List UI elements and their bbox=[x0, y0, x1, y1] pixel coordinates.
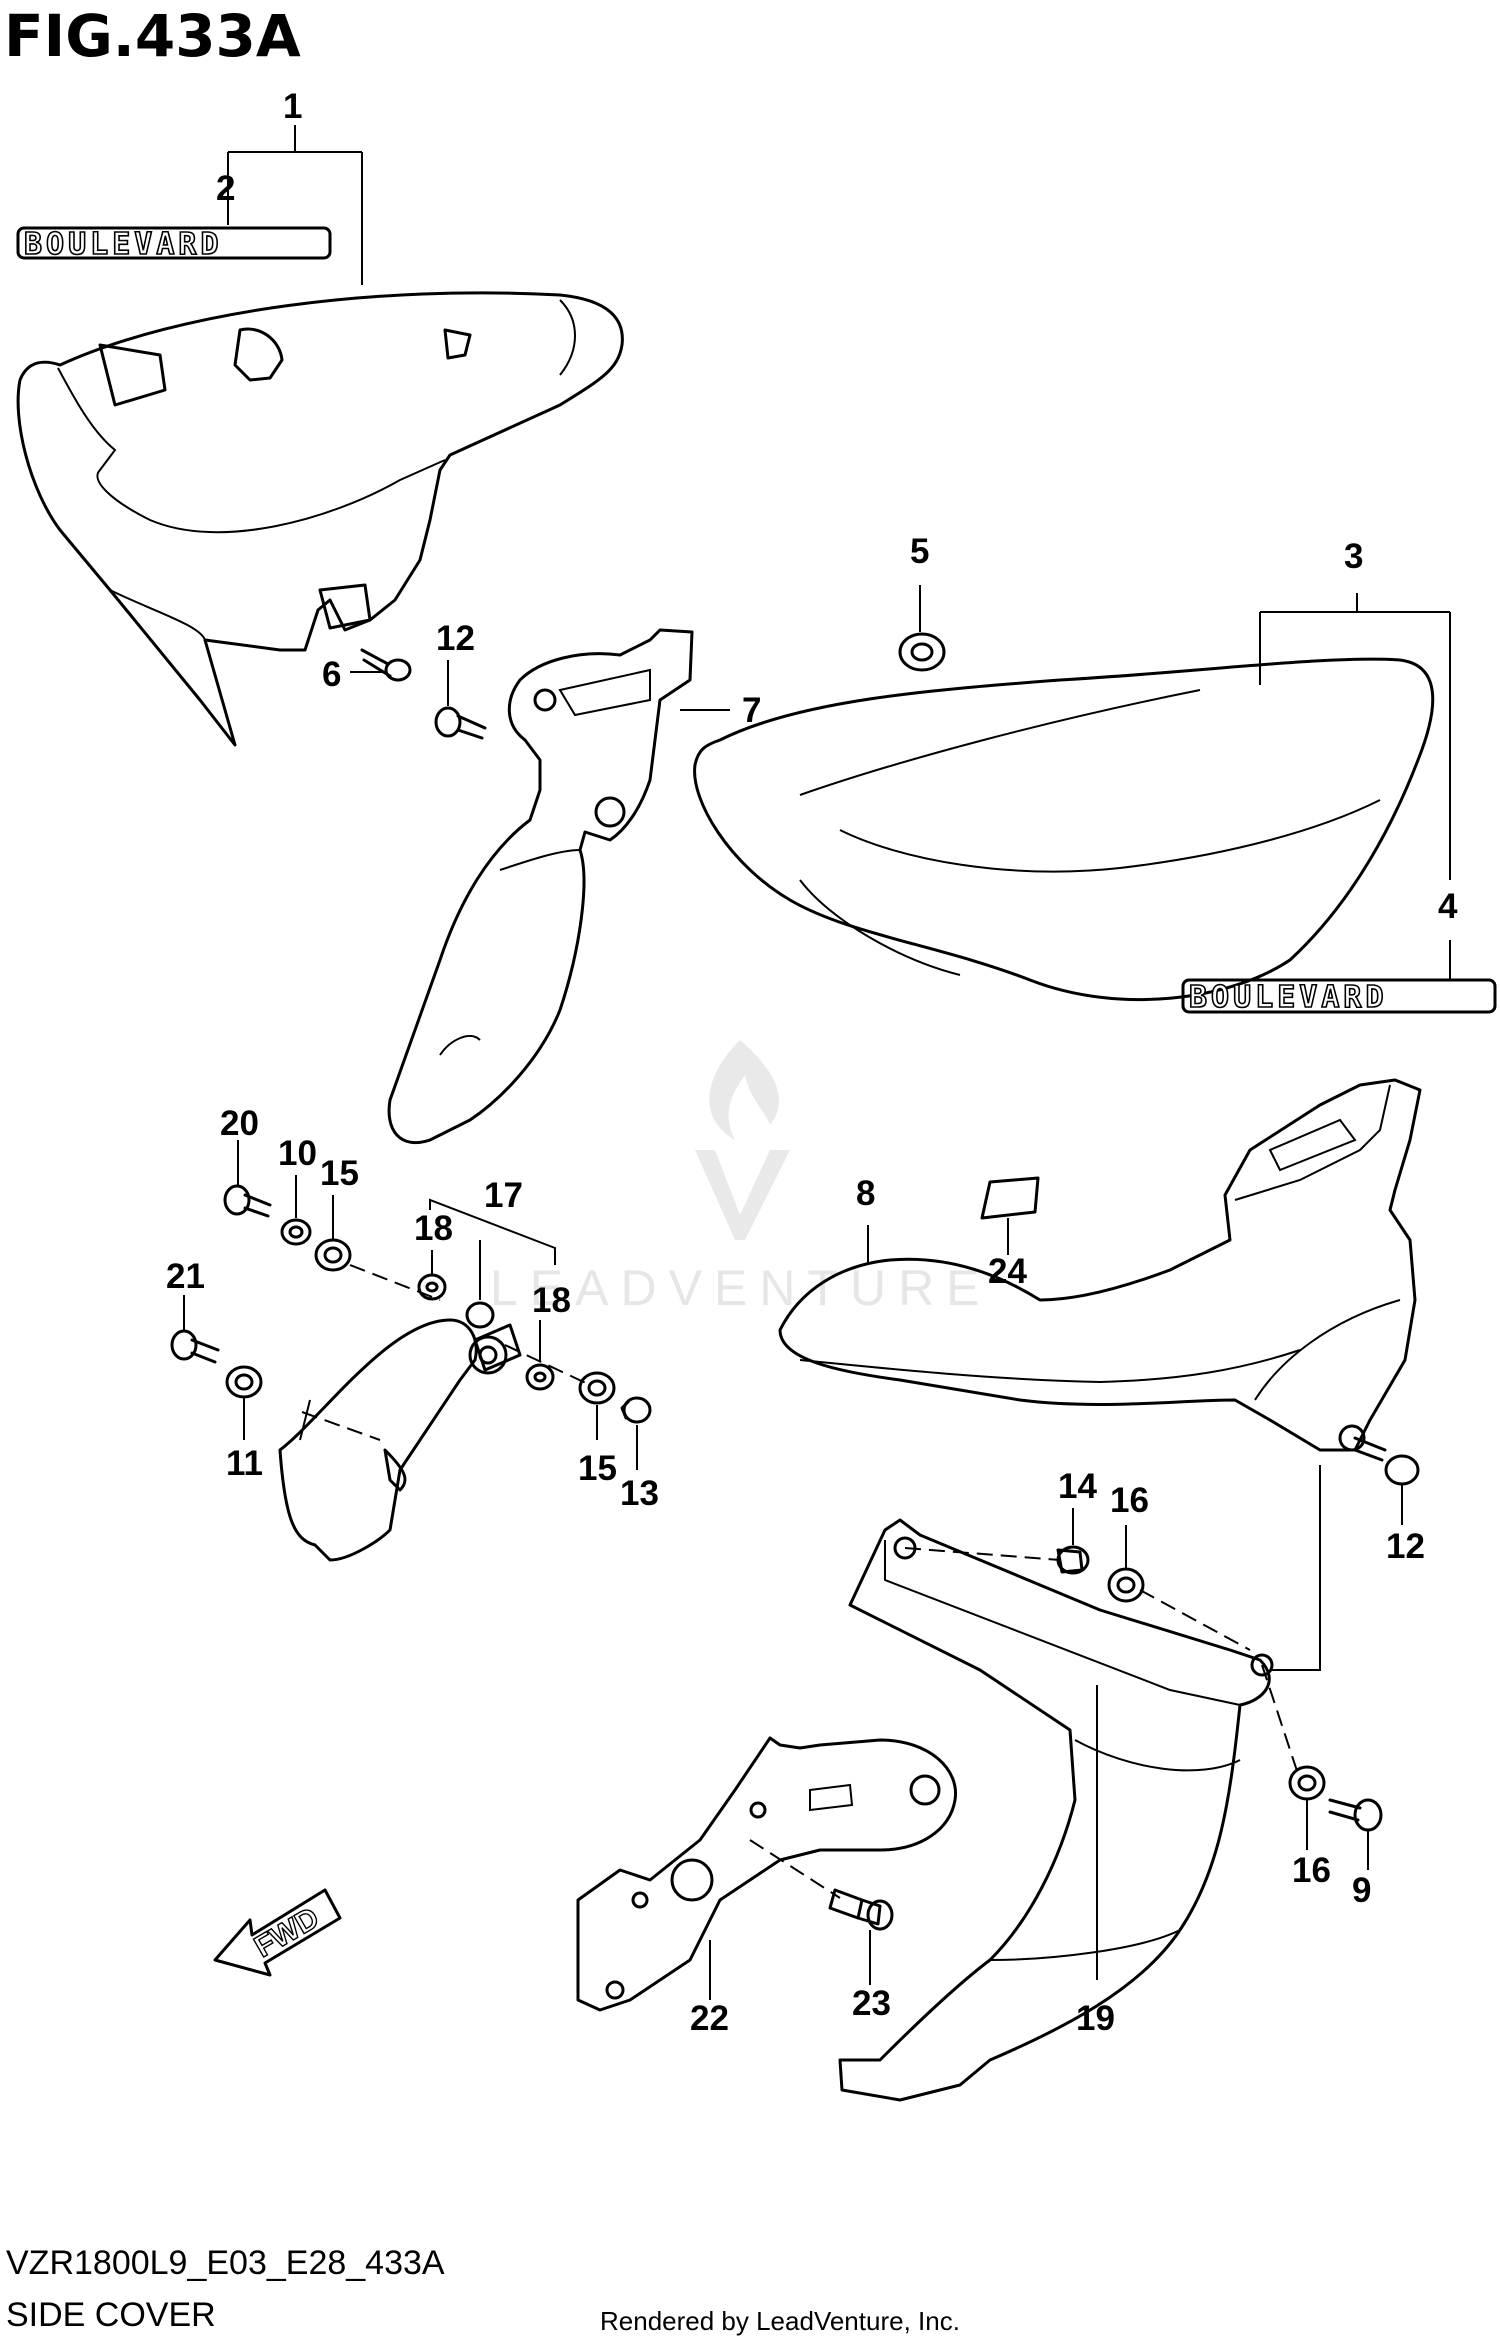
part-4-boulevard-emblem: BOULEVARD bbox=[1181, 978, 1497, 1016]
figure-title: FIG.433A bbox=[4, 2, 301, 70]
part-1-side-cover-left bbox=[16, 291, 624, 747]
callout-24: 24 bbox=[988, 1252, 1027, 1291]
callout-1: 1 bbox=[283, 87, 302, 126]
part-9-bolt bbox=[1328, 1798, 1383, 1832]
part-16-grommet-lower bbox=[1288, 1765, 1326, 1801]
part-14-bolt bbox=[1056, 1545, 1090, 1575]
section-name: SIDE COVER bbox=[6, 2296, 216, 2334]
leader-lines bbox=[183, 125, 1451, 2000]
callout-21: 21 bbox=[166, 1257, 205, 1296]
part-16-grommet-upper bbox=[1107, 1567, 1145, 1603]
callout-20: 20 bbox=[220, 1104, 259, 1143]
assembly-lines bbox=[301, 1264, 1321, 1899]
callout-16-upper: 16 bbox=[1110, 1481, 1149, 1520]
fwd-label: FWD bbox=[249, 1901, 325, 1964]
callout-17: 17 bbox=[484, 1176, 523, 1215]
callout-6: 6 bbox=[322, 655, 341, 694]
part-18-washer-mid bbox=[465, 1301, 495, 1329]
callout-15-right: 15 bbox=[578, 1449, 617, 1488]
part-6-screw bbox=[360, 648, 412, 682]
fwd-arrow-icon: FWD bbox=[213, 1888, 342, 1977]
part-18-washer-upper bbox=[417, 1273, 447, 1301]
callout-12-upper: 12 bbox=[436, 619, 475, 658]
callout-7: 7 bbox=[742, 691, 761, 730]
callout-16-lower: 16 bbox=[1292, 1851, 1331, 1890]
part-21-bolt bbox=[170, 1329, 220, 1364]
watermark-logo: LEADVENTURE bbox=[490, 1040, 992, 1316]
callout-4: 4 bbox=[1438, 887, 1458, 926]
part-22-bracket-plate bbox=[576, 1736, 958, 2012]
part-7-bracket bbox=[387, 628, 694, 1145]
callout-12-right: 12 bbox=[1386, 1527, 1425, 1566]
part-24-cushion bbox=[980, 1176, 1040, 1220]
callout-13: 13 bbox=[620, 1474, 659, 1513]
callout-labels: 1 2 3 4 5 6 7 8 9 10 11 12 13 14 15 16 1… bbox=[166, 87, 1458, 2038]
part-3-side-cover-right bbox=[693, 657, 1435, 1002]
badge-text-left: BOULEVARD bbox=[24, 227, 223, 262]
part-15-grommet-left bbox=[314, 1238, 352, 1272]
callout-22: 22 bbox=[690, 1999, 729, 2038]
part-5-grommet bbox=[898, 632, 946, 672]
callout-9: 9 bbox=[1352, 1871, 1371, 1910]
watermark-text: LEADVENTURE bbox=[490, 1260, 992, 1316]
callout-23: 23 bbox=[852, 1984, 891, 2023]
callout-18-lower: 18 bbox=[532, 1281, 571, 1320]
callout-15-left: 15 bbox=[320, 1154, 359, 1193]
part-13-collar bbox=[620, 1396, 652, 1424]
part-23-bolt bbox=[828, 1888, 894, 1931]
part-11-grommet bbox=[225, 1365, 263, 1399]
callout-10: 10 bbox=[278, 1134, 317, 1173]
callout-8: 8 bbox=[856, 1174, 875, 1213]
badge-text-right: BOULEVARD bbox=[1189, 980, 1388, 1015]
callout-5: 5 bbox=[910, 532, 929, 571]
part-10-washer bbox=[280, 1218, 312, 1246]
part-15-grommet-right bbox=[578, 1371, 616, 1405]
callout-14: 14 bbox=[1058, 1467, 1097, 1506]
callout-3: 3 bbox=[1344, 537, 1363, 576]
part-17-mount-bracket bbox=[278, 1318, 522, 1562]
part-19-lower-cover bbox=[838, 1518, 1274, 2102]
callout-11: 11 bbox=[226, 1444, 263, 1483]
footer-credit: Rendered by LeadVenture, Inc. bbox=[600, 2306, 960, 2336]
callout-18-upper: 18 bbox=[414, 1209, 453, 1248]
callout-2: 2 bbox=[216, 169, 235, 208]
callout-19: 19 bbox=[1076, 1999, 1115, 2038]
part-18-washer-lower bbox=[525, 1363, 555, 1391]
part-8-frame-cover bbox=[778, 1078, 1422, 1452]
part-12-screw-upper bbox=[434, 706, 487, 740]
part-2-boulevard-emblem: BOULEVARD bbox=[16, 226, 332, 263]
model-code: VZR1800L9_E03_E28_433A bbox=[6, 2244, 445, 2282]
part-12-screw-right bbox=[1353, 1436, 1420, 1486]
part-20-bolt bbox=[223, 1184, 272, 1218]
